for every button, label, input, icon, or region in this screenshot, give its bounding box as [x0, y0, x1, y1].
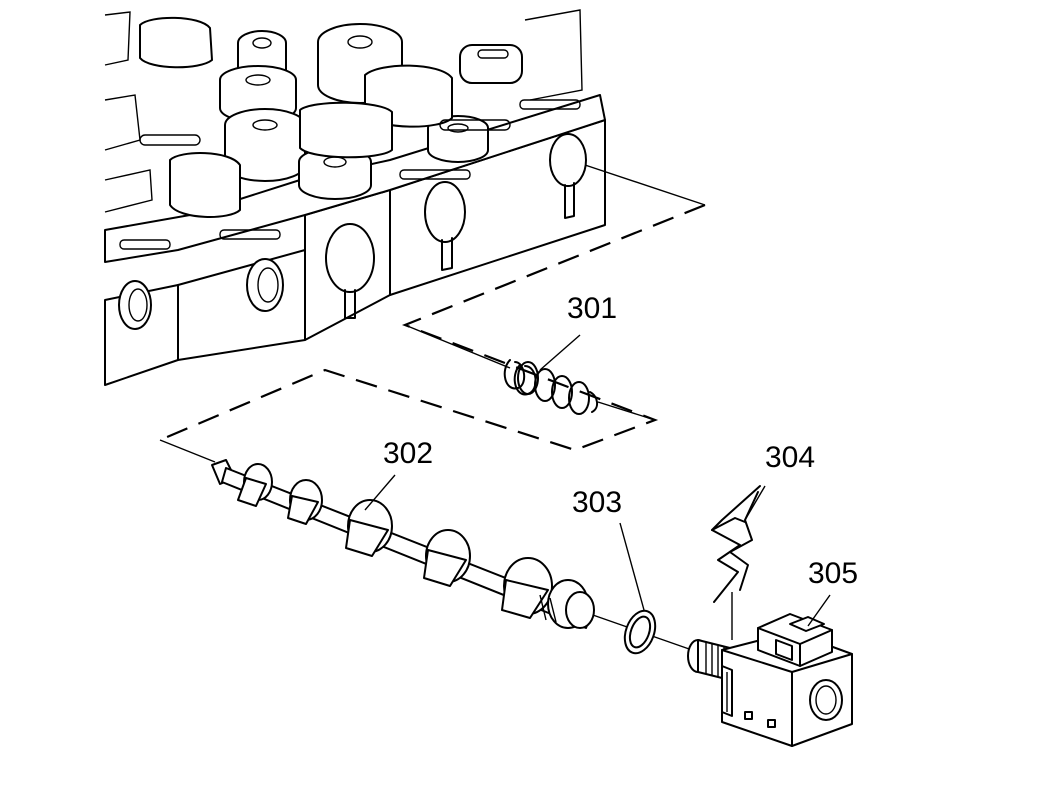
valve-body: [104, 9, 606, 386]
solenoid: 305: [687, 557, 858, 747]
spring-callout: 301: [567, 292, 617, 325]
seal: 303: [572, 486, 657, 655]
solenoid-callout: 305: [808, 557, 858, 590]
assembly-guide-lines: [159, 164, 733, 651]
clip-callout: 304: [765, 441, 815, 474]
spring: 301: [503, 292, 617, 415]
valve-body-top-details: [104, 9, 583, 250]
seal-callout: 303: [572, 486, 622, 519]
valve-callout: 302: [383, 437, 433, 470]
valve: 302: [211, 437, 595, 629]
clip: 304: [711, 441, 815, 603]
